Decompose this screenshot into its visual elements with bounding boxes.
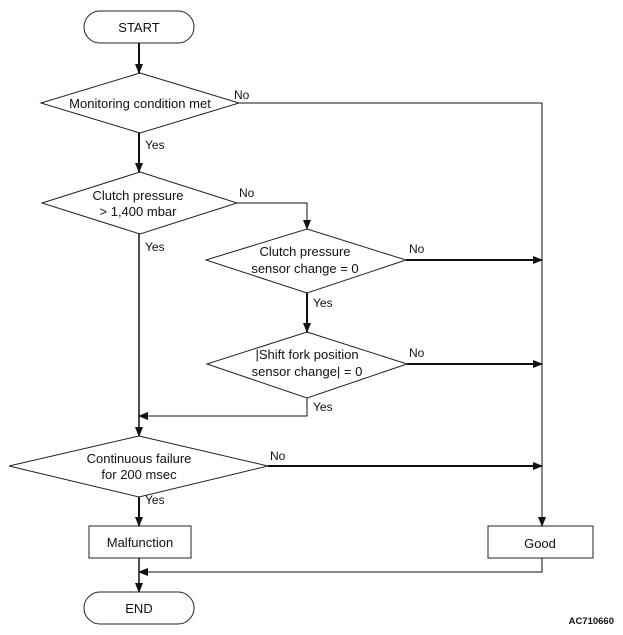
figure-code: AC710660 bbox=[569, 616, 614, 627]
no-label: No bbox=[409, 242, 425, 256]
yes-label: Yes bbox=[145, 240, 165, 254]
connector bbox=[237, 202, 311, 230]
no-label: No bbox=[270, 449, 286, 463]
yes-label: Yes bbox=[313, 400, 333, 414]
sensor-change-label-1: Clutch pressure bbox=[259, 244, 350, 259]
no-label: No bbox=[409, 346, 425, 360]
no-label: No bbox=[239, 186, 255, 200]
yes-label: Yes bbox=[145, 138, 165, 152]
clutch-pressure-label-1: Clutch pressure bbox=[92, 188, 183, 203]
clutch-pressure-decision bbox=[40, 171, 239, 235]
no-label: No bbox=[234, 88, 250, 102]
connector bbox=[239, 102, 546, 527]
clutch-pressure-label-2: > 1,400 mbar bbox=[100, 204, 178, 219]
continuous-label-2: for 200 msec bbox=[101, 467, 177, 482]
shift-fork-label-2: sensor change| = 0 bbox=[252, 364, 363, 379]
connector bbox=[138, 558, 543, 576]
monitoring-label: Monitoring condition met bbox=[69, 96, 211, 111]
yes-label: Yes bbox=[145, 493, 165, 507]
sensor-change-label-2: sensor change = 0 bbox=[251, 261, 358, 276]
malfunction-label: Malfunction bbox=[107, 535, 173, 550]
continuous-label-1: Continuous failure bbox=[87, 451, 192, 466]
yes-label: Yes bbox=[313, 296, 333, 310]
end-label: END bbox=[125, 601, 152, 616]
good-label: Good bbox=[524, 536, 556, 551]
connector bbox=[138, 398, 308, 420]
start-label: START bbox=[118, 20, 159, 35]
shift-fork-label-1: |Shift fork position bbox=[255, 347, 358, 362]
